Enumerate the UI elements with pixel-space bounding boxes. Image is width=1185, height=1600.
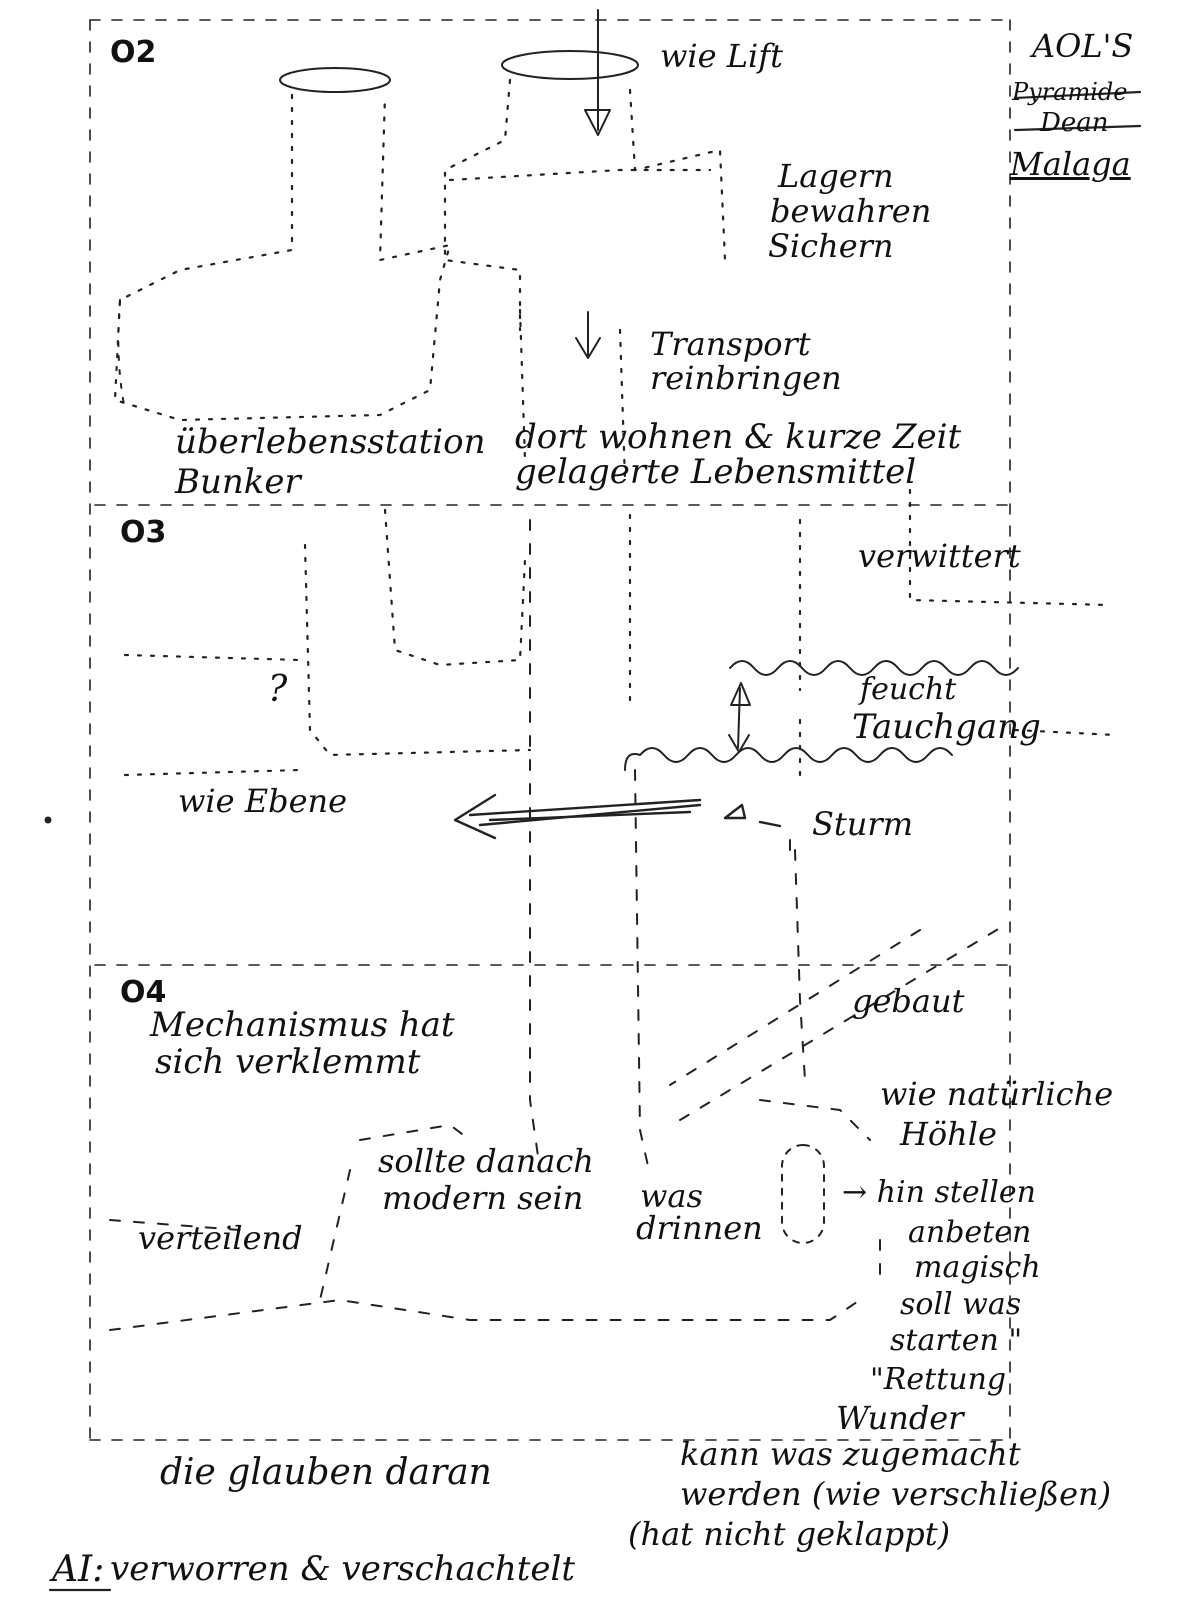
transport-arrow xyxy=(575,311,601,359)
note-dean: Dean xyxy=(1040,108,1109,138)
note-dort-wohnen: dort wohnen & kurze Zeit xyxy=(515,417,962,457)
note-bunker: Bunker xyxy=(175,462,301,502)
note-hoehle: Höhle xyxy=(900,1115,997,1153)
frame-border xyxy=(89,19,1011,1441)
note-verworren: verworren & verschachtelt xyxy=(110,1549,576,1589)
note-werden: werden (wie verschließen) xyxy=(680,1475,1112,1513)
note-bewahren: bewahren xyxy=(770,192,932,230)
note-modern-sein: modern sein xyxy=(382,1179,584,1217)
note-gelagerte: gelagerte Lebensmittel xyxy=(515,452,917,492)
dive-arrow xyxy=(728,682,751,753)
water-line-bottom xyxy=(624,747,953,771)
note-wunder: Wunder xyxy=(836,1399,964,1437)
note-glauben: die glauben daran xyxy=(160,1452,492,1493)
note-verwittert: verwittert xyxy=(858,537,1021,575)
note-feucht: feucht xyxy=(860,672,957,707)
shafts xyxy=(109,519,1006,1331)
note-soll-was: soll was xyxy=(900,1287,1022,1322)
note-wie-ebene: wie Ebene xyxy=(178,782,348,820)
note-drinnen: drinnen xyxy=(636,1209,763,1247)
note-sichern: Sichern xyxy=(768,227,894,265)
note-pyramide: Pyramide xyxy=(1012,78,1128,106)
note-sich-verklemmt: sich verklemmt xyxy=(155,1042,421,1082)
note-starten: starten " xyxy=(890,1323,1023,1358)
note-wie-natuerliche: wie natürliche xyxy=(880,1075,1114,1113)
note-gebaut: gebaut xyxy=(852,982,965,1020)
water-line-top xyxy=(729,660,1019,676)
left-tower-top xyxy=(279,67,391,93)
note-malaga: Malaga xyxy=(1010,145,1131,183)
right-tower-top xyxy=(501,50,639,80)
o2-lower-dash xyxy=(117,299,126,411)
side-dot xyxy=(44,816,52,824)
frame-label-o4: O4 xyxy=(120,975,167,1010)
note-hat-nicht: (hat nicht geklappt) xyxy=(628,1515,951,1553)
frame-label-o3: O3 xyxy=(120,515,167,550)
note-lagern: Lagern xyxy=(778,157,894,195)
note-aols: AOL'S xyxy=(1032,27,1134,65)
note-rettung: "Rettung xyxy=(870,1362,1007,1397)
note-magisch: magisch xyxy=(914,1250,1041,1285)
note-question: ? xyxy=(268,669,288,710)
storm-arrow xyxy=(453,793,782,840)
note-verteilend: verteilend xyxy=(138,1219,303,1257)
note-wie-lift: wie Lift xyxy=(660,37,783,75)
note-mechanismus: Mechanismus hat xyxy=(150,1005,455,1045)
note-was: was xyxy=(640,1177,703,1215)
capsule-shape xyxy=(781,1144,825,1244)
dotted-structures xyxy=(113,78,1117,782)
note-ueberlebensstation: überlebensstation xyxy=(175,422,486,462)
strike-lines xyxy=(1013,90,1142,132)
note-reinbringen: reinbringen xyxy=(650,359,842,397)
frame-label-o2: O2 xyxy=(110,35,157,70)
note-tauchgang: Tauchgang xyxy=(852,707,1041,747)
note-sollte-danach: sollte danach xyxy=(378,1142,594,1180)
note-kann-was: kann was zugemacht xyxy=(680,1435,1021,1473)
note-transport: Transport xyxy=(650,325,811,363)
note-sturm: Sturm xyxy=(812,805,914,843)
note-ai-label: AI: xyxy=(52,1549,105,1590)
note-anbeten: anbeten xyxy=(908,1215,1032,1250)
lift-arrow xyxy=(584,9,611,136)
note-hin-stellen: → hin stellen xyxy=(842,1175,1036,1210)
